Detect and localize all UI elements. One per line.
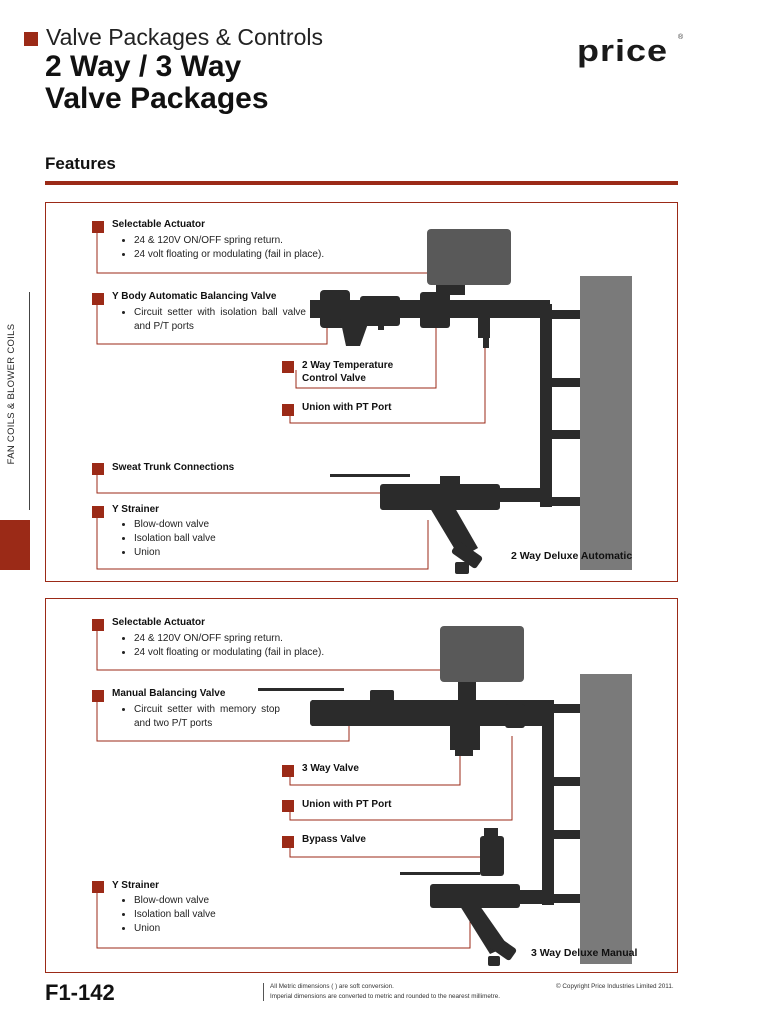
marker-union-pt-port-1	[282, 404, 294, 416]
label-y-strainer-1: Y Strainer	[112, 504, 160, 515]
label-2way-temp-valve-line1: 2 Way Temperature	[302, 360, 394, 371]
label-union-pt-port-2: Union with PT Port	[302, 799, 392, 810]
bullet-item: Circuit setter with isolation ball valve…	[134, 306, 306, 334]
marker-2way-temp-valve	[282, 361, 294, 373]
marker-manual-balancing-valve	[92, 690, 104, 702]
side-divider	[29, 292, 30, 510]
marker-bypass-valve	[282, 836, 294, 848]
bullet-item: Circuit setter with memory stop and two …	[134, 703, 280, 731]
marker-y-body-valve	[92, 293, 104, 305]
label-selectable-actuator-1: Selectable Actuator	[112, 219, 205, 230]
caption-3way-deluxe: 3 Way Deluxe Manual	[531, 947, 638, 959]
footer-copyright: © Copyright Price Industries Limited 201…	[556, 983, 674, 990]
label-sweat-trunk: Sweat Trunk Connections	[112, 462, 235, 473]
marker-union-pt-port-2	[282, 800, 294, 812]
label-2way-temp-valve-line2: Control Valve	[302, 373, 366, 384]
marker-y-strainer-1	[92, 506, 104, 518]
panel1-coil	[550, 276, 632, 570]
panel1-leader-lines	[96, 222, 486, 570]
marker-sweat-trunk	[92, 463, 104, 475]
label-bypass-valve: Bypass Valve	[302, 834, 366, 845]
label-y-body-valve: Y Body Automatic Balancing Valve	[112, 291, 277, 302]
bullet-item: Blow-down valve	[134, 894, 280, 908]
panel-3way-deluxe	[45, 598, 678, 973]
footer-metric-note: All Metric dimensions ( ) are soft conve…	[270, 983, 394, 990]
bullet-item: Blow-down valve	[134, 518, 280, 532]
footer-imperial-note: Imperial dimensions are converted to met…	[270, 993, 500, 1000]
bullet-item: Isolation ball valve	[134, 908, 280, 922]
bullets-manual-balancing-valve: Circuit setter with memory stop and two …	[120, 703, 280, 731]
label-y-strainer-2: Y Strainer	[112, 880, 160, 891]
caption-2way-deluxe: 2 Way Deluxe Automatic	[511, 550, 633, 562]
marker-selectable-actuator-2	[92, 619, 104, 631]
label-union-pt-port-1: Union with PT Port	[302, 402, 392, 413]
price-logo: price	[577, 33, 669, 68]
marker-y-strainer-2	[92, 881, 104, 893]
bullet-item: 24 volt floating or modulating (fail in …	[134, 646, 350, 660]
panel2-coil	[550, 674, 632, 964]
features-heading: Features	[45, 154, 116, 173]
side-tab-marker	[0, 520, 30, 570]
bullet-item: 24 & 120V ON/OFF spring return.	[134, 234, 350, 248]
features-rule	[45, 181, 678, 185]
section-title: Valve Packages & Controls	[46, 24, 323, 50]
page-number: F1-142	[45, 980, 115, 1005]
registered-mark: ®	[678, 34, 684, 41]
panel2-pipework	[258, 626, 554, 966]
bullets-y-body-valve: Circuit setter with isolation ball valve…	[120, 306, 306, 334]
bullets-y-strainer-2: Blow-down valve Isolation ball valve Uni…	[120, 894, 280, 936]
bullet-item: 24 & 120V ON/OFF spring return.	[134, 632, 350, 646]
page-title-line1: 2 Way / 3 Way	[45, 50, 242, 83]
bullets-y-strainer-1: Blow-down valve Isolation ball valve Uni…	[120, 518, 280, 560]
bullets-selectable-actuator-1: 24 & 120V ON/OFF spring return. 24 volt …	[120, 234, 350, 262]
panel-2way-deluxe	[45, 202, 678, 582]
label-manual-balancing-valve: Manual Balancing Valve	[112, 688, 226, 699]
bullet-item: Isolation ball valve	[134, 532, 280, 546]
panel1-pipework	[310, 229, 552, 574]
label-3way-valve: 3 Way Valve	[302, 763, 359, 774]
footer-divider	[263, 983, 264, 1001]
page-title-line2: Valve Packages	[45, 82, 269, 115]
bullets-selectable-actuator-2: 24 & 120V ON/OFF spring return. 24 volt …	[120, 632, 350, 660]
marker-3way-valve	[282, 765, 294, 777]
bullet-item: Union	[134, 922, 280, 936]
label-selectable-actuator-2: Selectable Actuator	[112, 617, 205, 628]
bullet-item: 24 volt floating or modulating (fail in …	[134, 248, 350, 262]
section-marker	[24, 32, 38, 46]
marker-selectable-actuator-1	[92, 221, 104, 233]
bullet-item: Union	[134, 546, 280, 560]
